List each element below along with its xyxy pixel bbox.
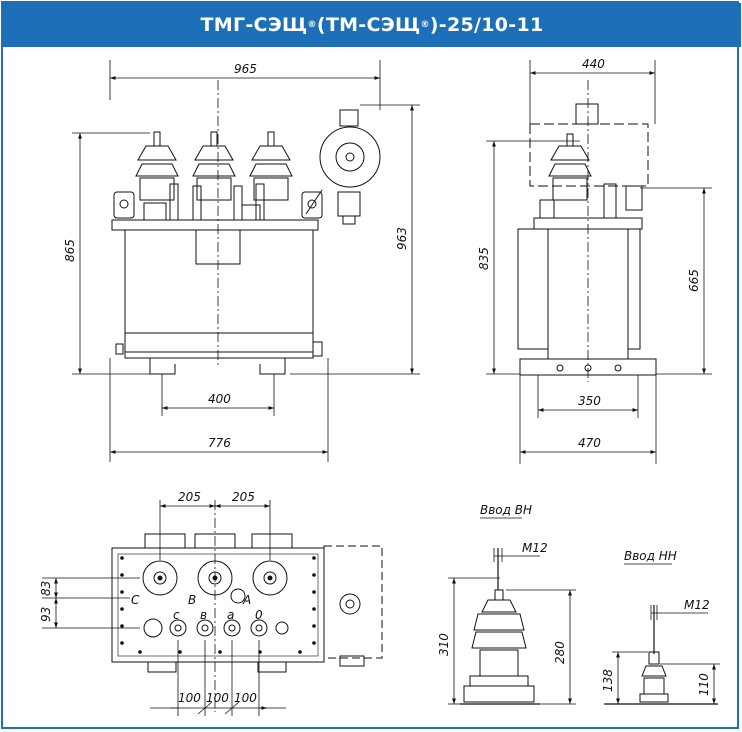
title-middle: (ТМ-СЭЩ [316, 14, 421, 36]
dim-side-width-440: 440 [582, 57, 605, 71]
top-lv-bushing-0 [250, 619, 268, 637]
registered-mark-2: ® [420, 20, 430, 30]
front-lug-right [301, 191, 323, 219]
title-suffix: )-25/10-11 [429, 14, 544, 36]
title-bar [3, 3, 741, 47]
front-lug-left [113, 191, 135, 219]
phase-label-C: C [131, 593, 140, 607]
phase-label-b: в [200, 608, 207, 622]
dim-side-height-665: 665 [687, 269, 701, 292]
top-lv-bushing-b [196, 619, 214, 637]
dim-front-width-965: 965 [234, 62, 257, 76]
front-tank [124, 229, 314, 359]
front-view [111, 80, 381, 375]
title-prefix: ТМГ-СЭЩ [200, 14, 308, 36]
side-hv-bushing [548, 133, 592, 201]
lv-bushing-caption: Ввод НН [624, 549, 677, 563]
dim-front-height-865: 865 [63, 239, 77, 262]
lv-bushing-detail [604, 605, 718, 705]
front-skid-right [259, 358, 286, 375]
top-view [111, 500, 383, 712]
top-cover-outline [111, 547, 325, 663]
hv-bushing-caption: Ввод ВН [480, 503, 532, 517]
top-hv-bushing-A [252, 560, 288, 596]
lv-thread-m12: М12 [684, 598, 710, 612]
dim-top-vert-83: 83 [39, 581, 53, 596]
dim-top-vert-93: 93 [39, 607, 53, 622]
front-hv-bushing-right [249, 131, 293, 201]
dim-side-base-350: 350 [578, 394, 601, 408]
hv-thread-m12: М12 [522, 541, 548, 555]
phase-label-B: B [188, 593, 196, 607]
dim-side-height-835: 835 [477, 247, 491, 270]
top-lv-bushing-c [169, 619, 187, 637]
phase-label-0: 0 [255, 608, 263, 622]
dim-front-base-400: 400 [208, 392, 231, 406]
dimension-lines [42, 60, 720, 716]
front-hv-bushing-left [135, 131, 179, 201]
top-hv-bushing-C [142, 560, 178, 596]
top-lv-bushing-a [223, 619, 241, 637]
dim-top-pitch-3: 100 [234, 691, 257, 705]
hv-bushing-detail [460, 548, 540, 705]
top-conservator-dashed [323, 545, 383, 659]
front-hv-bushing-center [192, 131, 236, 201]
dim-top-spacing-1: 205 [178, 490, 201, 504]
front-cover [111, 219, 319, 231]
dim-front-base-776: 776 [208, 436, 231, 450]
dim-lv-height-138: 138 [601, 669, 615, 692]
dim-hv-height-280: 280 [553, 641, 567, 664]
dim-top-spacing-2: 205 [232, 490, 255, 504]
dim-top-pitch-1: 100 [178, 691, 201, 705]
phase-label-c: с [173, 608, 180, 622]
registered-mark-1: ® [307, 20, 317, 30]
top-lugs [144, 533, 293, 548]
dim-lv-height-110: 110 [697, 673, 711, 696]
side-conservator-dashed [529, 123, 649, 187]
dim-top-pitch-2: 100 [206, 691, 229, 705]
front-lv-bushings [143, 183, 265, 221]
dimension-labels: 965 865 963 400 776 440 835 665 350 470 … [39, 57, 711, 705]
dim-side-base-470: 470 [578, 436, 601, 450]
front-skid-left [149, 358, 176, 375]
phase-label-a: а [227, 608, 234, 622]
side-view [517, 80, 657, 382]
phase-label-A: A [242, 593, 251, 607]
dim-front-height-963: 963 [395, 227, 409, 250]
drawing-title: ТМГ-СЭЩ® (ТМ-СЭЩ®)-25/10-11 [3, 3, 741, 47]
front-conservator [305, 109, 381, 225]
dim-hv-height-310: 310 [437, 633, 451, 656]
